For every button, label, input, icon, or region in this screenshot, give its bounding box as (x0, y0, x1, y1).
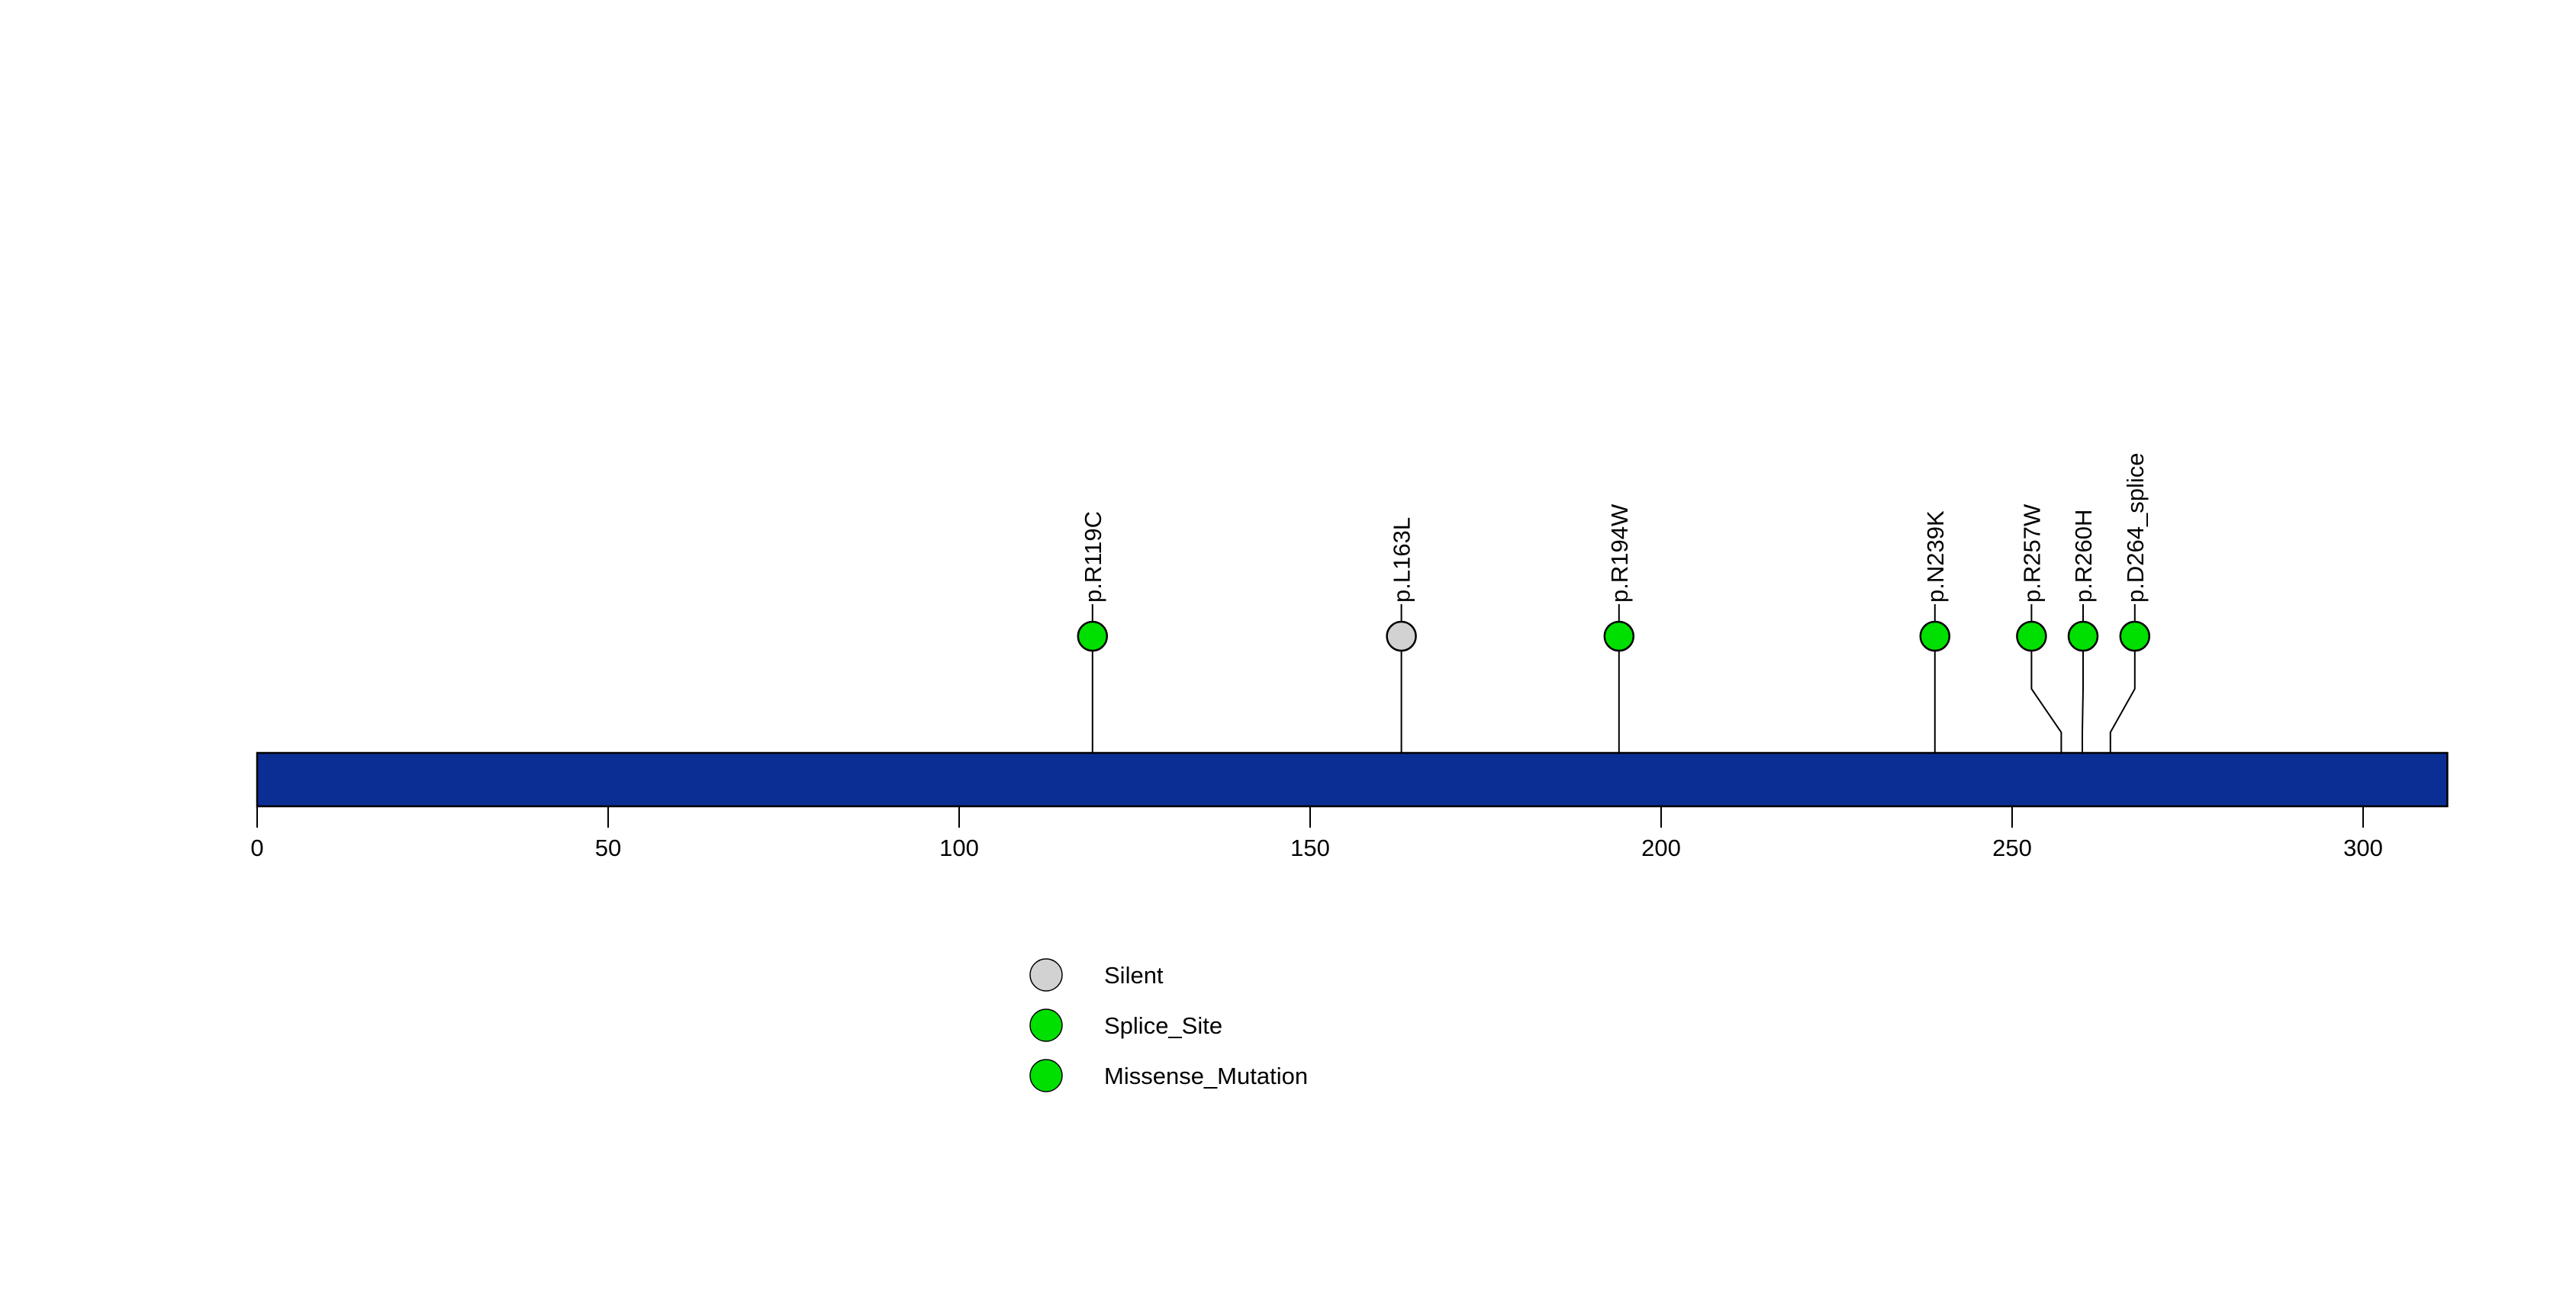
mutation-circle (1386, 620, 1417, 652)
protein-bar-group (256, 751, 2449, 808)
axis-tick-label: 50 (595, 835, 621, 861)
protein-bar (256, 751, 2449, 808)
mutation-circle (1077, 620, 1109, 652)
mutation-labels: p.R119C p.L163L p.R194W p.N239K p.R257W p.R26… (1080, 453, 2149, 603)
axis-tick-label: 300 (2343, 835, 2383, 861)
axis-tick-label: 0 (250, 835, 263, 861)
mutation-label: p.D264_splice (2122, 453, 2149, 603)
mutation-label: p.N239K (1922, 510, 1949, 603)
legend-swatch (1029, 1008, 1063, 1042)
axis-tick-label: 150 (1290, 835, 1330, 861)
mutation-circle (1919, 620, 1951, 652)
mutation-label: p.R194W (1606, 503, 1633, 603)
legend-label: Missense_Mutation (1104, 1063, 1308, 1089)
lollipop-circles (1077, 620, 2151, 652)
mutation-circle (2067, 620, 2099, 652)
legend-swatch (1029, 958, 1063, 992)
mutation-label: p.L163L (1389, 517, 1415, 603)
legend-swatch (1029, 1059, 1063, 1092)
axis-tick-label: 200 (1641, 835, 1681, 861)
mutation-label: p.R257W (2018, 503, 2045, 603)
legend-label: Silent (1104, 962, 1164, 989)
mutation-circle (2016, 620, 2047, 652)
mutation-circle (1603, 620, 1635, 652)
legend-label: Splice_Site (1104, 1012, 1222, 1039)
mutation-circle (2119, 620, 2151, 652)
axis-tick-label: 250 (1992, 835, 2032, 861)
axis-tick-label: 100 (939, 835, 979, 861)
x-axis: 0 50 100 150 200 250 300 (250, 806, 2383, 861)
mutation-label: p.R119C (1080, 511, 1106, 603)
mutation-label: p.R260H (2070, 510, 2097, 603)
